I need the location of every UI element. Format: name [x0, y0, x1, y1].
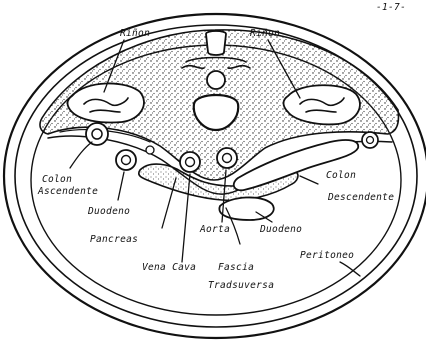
label-colon-ascendente: Colon [42, 174, 72, 185]
label-rinon-right: Riñon [250, 28, 280, 39]
label-fascia-2: Tradsuversa [208, 280, 274, 291]
corner-mark: -1-7- [376, 2, 406, 13]
spinal-canal [207, 71, 225, 89]
label-colon-descendente-2: Descendente [327, 192, 394, 203]
label-colon-ascendente-2: Ascendente [37, 186, 98, 197]
label-peritoneo: Peritoneo [300, 250, 354, 261]
label-pancreas: Pancreas [90, 234, 138, 245]
label-colon-descendente: Colon [326, 170, 356, 181]
label-rinon-left: Riñon [120, 28, 150, 39]
label-vena-cava: Vena Cava [142, 262, 196, 273]
label-duodeno-right: Duodeno [259, 224, 302, 235]
label-fascia: Fascia [218, 262, 254, 273]
duodeno-lower [219, 197, 273, 220]
spinous-process [206, 31, 226, 55]
label-duodeno-left: Duodeno [87, 206, 130, 217]
label-aorta: Aorta [199, 224, 230, 235]
